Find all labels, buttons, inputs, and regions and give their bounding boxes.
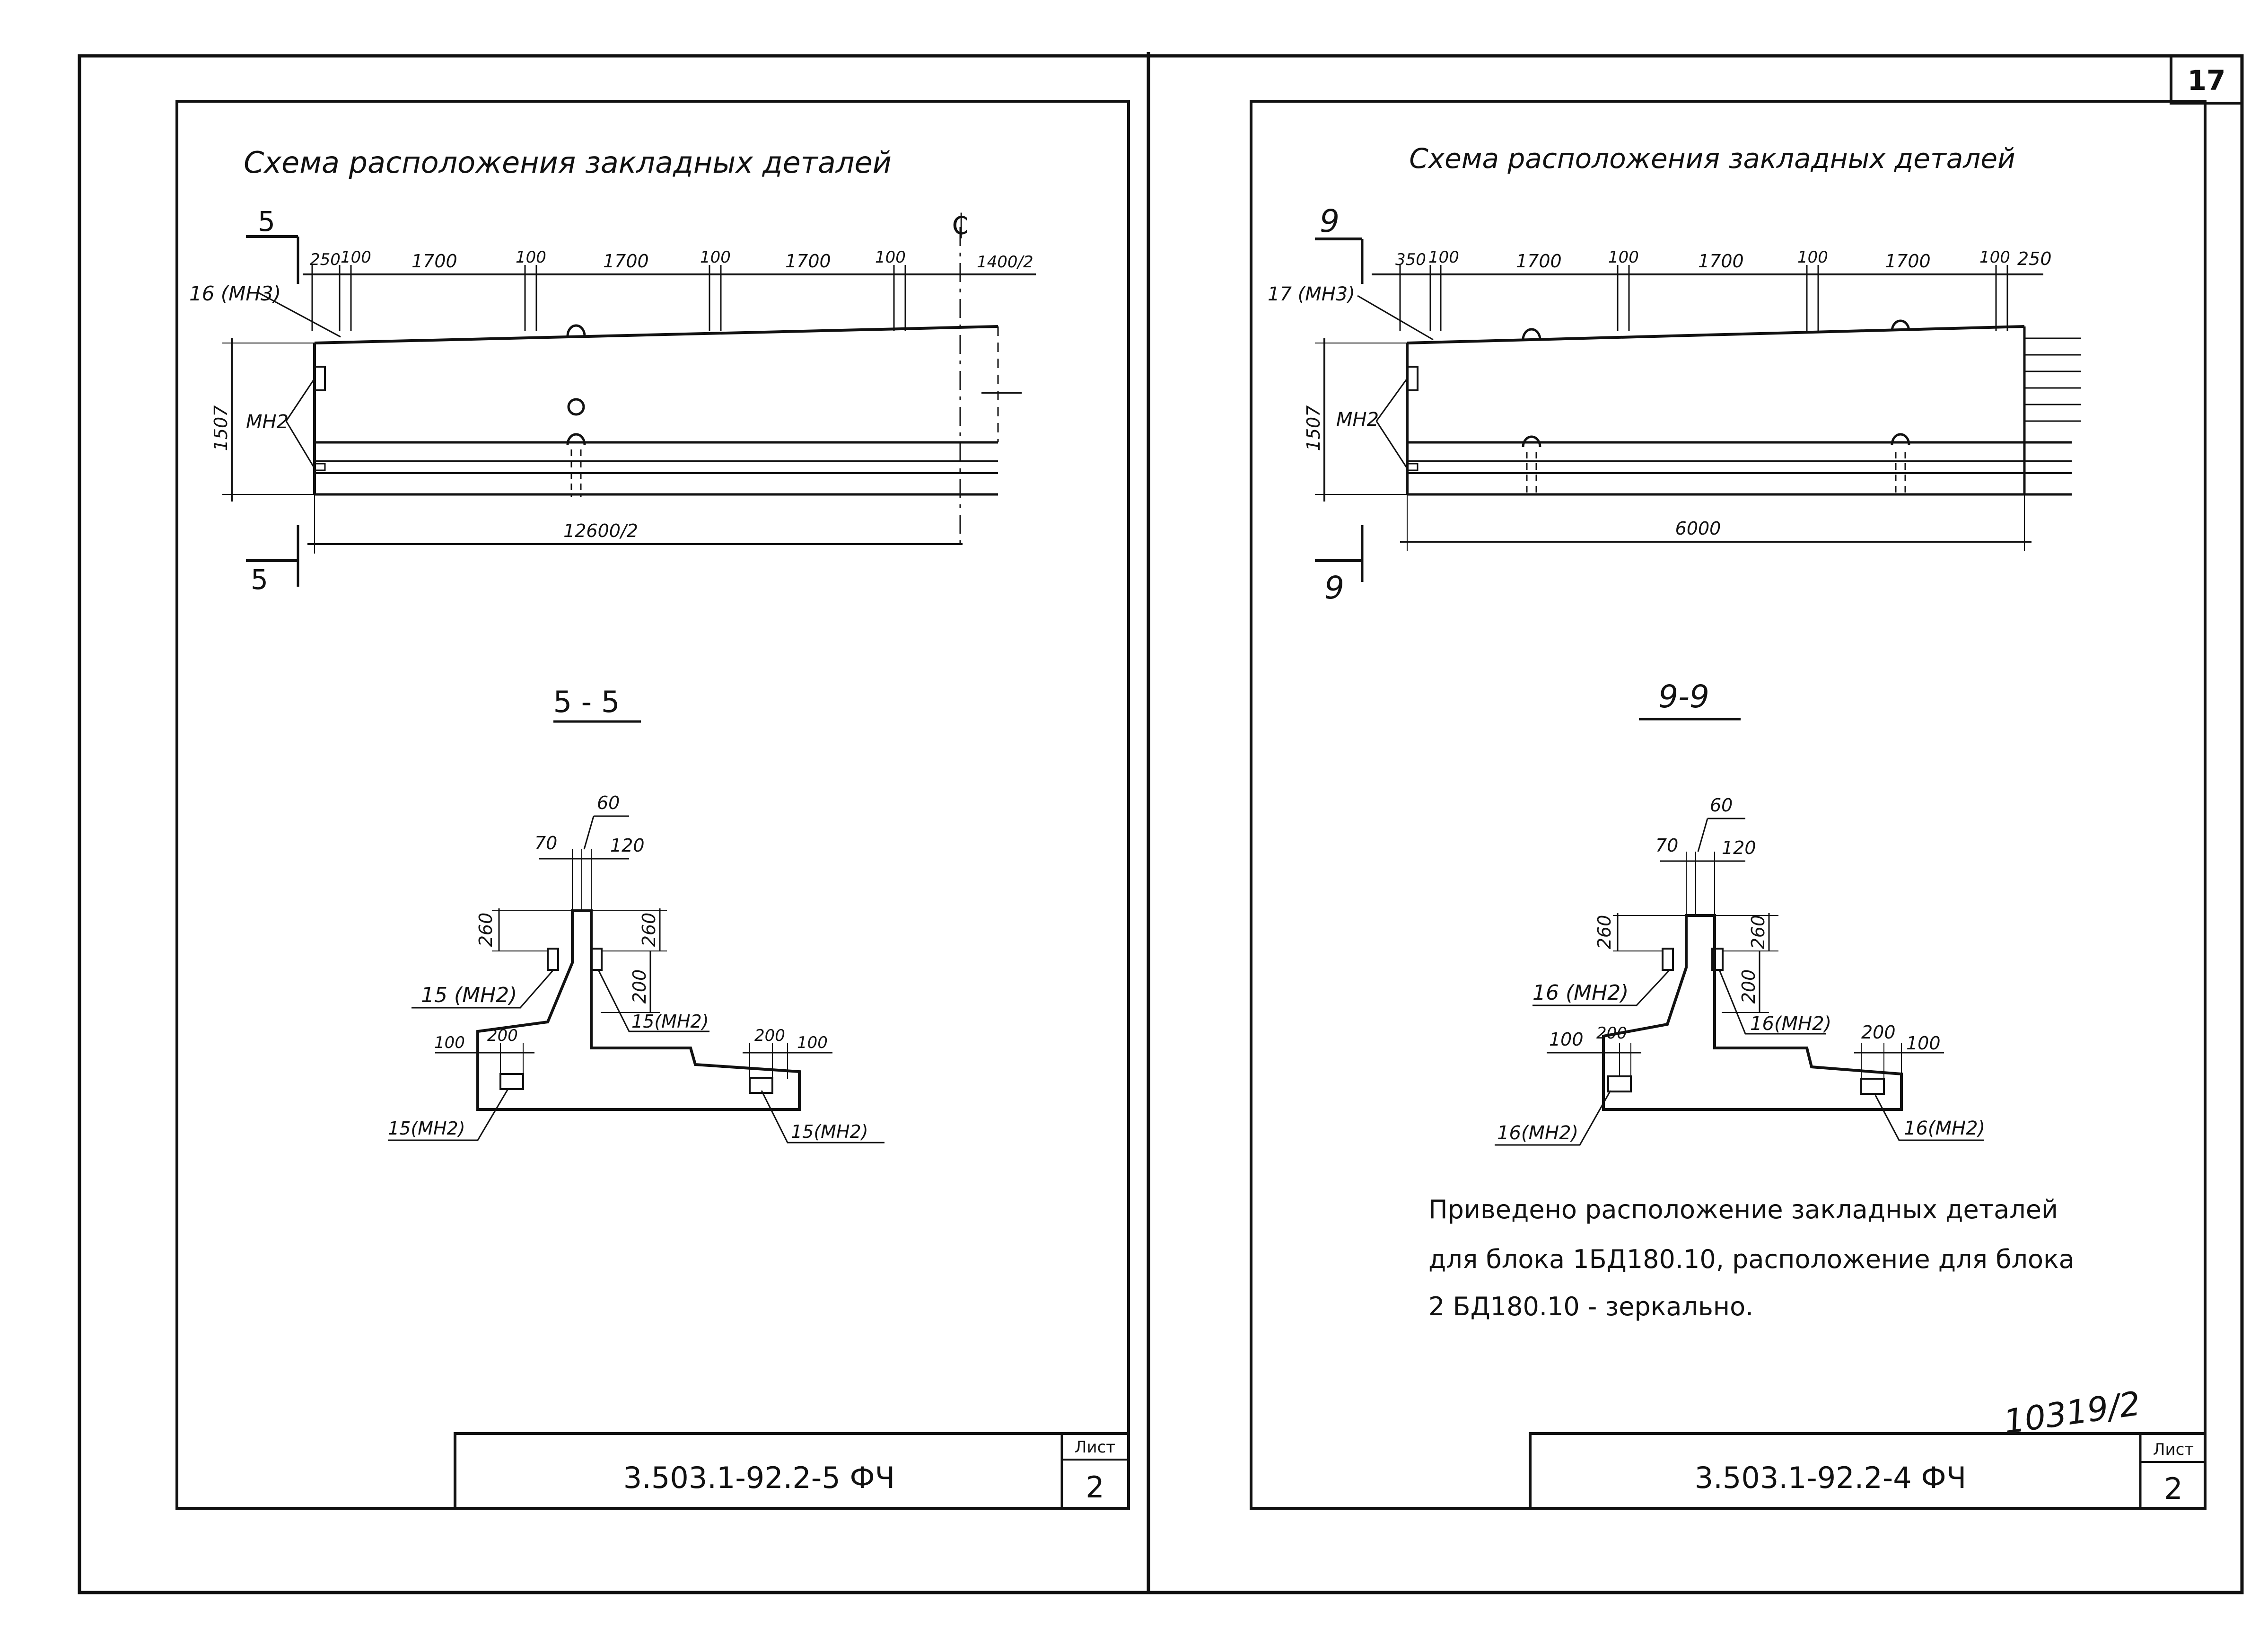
left-title-block xyxy=(454,1432,1130,1510)
right-sec-dim-60: 60 xyxy=(1710,795,1733,816)
left-dim-100b: 100 xyxy=(516,248,546,267)
left-sec-dim-60: 60 xyxy=(597,792,620,813)
right-sec-dim-260b: 260 xyxy=(1748,915,1769,950)
right-dim-100d: 100 xyxy=(1979,248,2010,267)
right-dim-100c: 100 xyxy=(1797,248,1828,267)
right-stamp-sheet-no: 2 xyxy=(2164,1471,2182,1506)
left-dim-1400: 1400/2 xyxy=(977,253,1033,272)
right-sec-dim-100r: 100 xyxy=(1906,1033,1941,1054)
left-sec-dim-100l: 100 xyxy=(434,1033,465,1052)
right-sec-dim-200l: 200 xyxy=(1596,1024,1627,1043)
right-stamp-code: 3.503.1-92.2-4 ФЧ xyxy=(1695,1461,1966,1495)
left-dim-100d: 100 xyxy=(875,248,906,267)
right-sec-dim-100l: 100 xyxy=(1549,1029,1584,1050)
right-block-plan xyxy=(1406,319,2081,497)
left-dim-1700b: 1700 xyxy=(603,251,649,272)
left-height-dim: 1507 xyxy=(210,405,231,451)
left-sheet-frame xyxy=(175,100,1130,1510)
left-cross-section xyxy=(388,815,884,1144)
left-cut-mark-bottom: 5 xyxy=(251,563,268,596)
left-sec-dim-100r: 100 xyxy=(797,1033,828,1052)
right-sec-dim-70: 70 xyxy=(1655,835,1678,856)
right-sec-dim-260a: 260 xyxy=(1594,915,1615,950)
right-dim-100b: 100 xyxy=(1608,248,1639,267)
right-cross-section xyxy=(1495,818,1984,1146)
right-sec-label-upper-right: 16(МН2) xyxy=(1750,1013,1831,1035)
right-label-side-parts: МН2 xyxy=(1336,409,1379,431)
right-dim-1700a: 1700 xyxy=(1516,251,1562,272)
right-note-line-2: для блока 1БД180.10, расположение для бл… xyxy=(1428,1244,2075,1274)
left-stamp-code: 3.503.1-92.2-5 ФЧ xyxy=(623,1461,895,1495)
outer-frame xyxy=(78,52,2244,1594)
right-section-title: 9-9 xyxy=(1658,678,1709,715)
right-dim-100a: 100 xyxy=(1428,248,1459,267)
left-label-top-part: 16 (МН3) xyxy=(189,282,281,305)
left-plan-dimension-line xyxy=(303,227,1036,544)
left-stamp-sheet-no: 2 xyxy=(1086,1470,1104,1505)
left-dim-100c: 100 xyxy=(700,248,731,267)
right-title-block xyxy=(1529,1432,2207,1510)
left-sec-dim-200v: 200 xyxy=(629,969,650,1004)
right-label-top-part: 17 (МН3) xyxy=(1268,283,1355,305)
left-length-dimension xyxy=(307,494,963,554)
right-sec-label-lower-right: 16(МН2) xyxy=(1904,1118,1985,1139)
right-sec-dim-200v: 200 xyxy=(1738,969,1759,1004)
right-note-line-3: 2 БД180.10 - зеркально. xyxy=(1428,1292,1753,1321)
left-section-title: 5 - 5 xyxy=(553,685,620,719)
right-stamp-sheet-label: Лист xyxy=(2153,1440,2194,1459)
right-cut-mark-bottom: 9 xyxy=(1324,570,1344,606)
left-axis-symbol: ₵ xyxy=(951,208,969,241)
left-dim-1700a: 1700 xyxy=(412,251,457,272)
right-dim-1700b: 1700 xyxy=(1698,251,1744,272)
page-number: 17 xyxy=(2188,64,2226,97)
left-sec-dim-70: 70 xyxy=(534,833,557,854)
left-height-dimension xyxy=(222,338,315,502)
left-block-plan xyxy=(313,324,1022,497)
right-dim-1700c: 1700 xyxy=(1885,251,1931,272)
right-title: Схема расположения закладных деталей xyxy=(1409,142,2015,175)
left-label-side-parts: МН2 xyxy=(246,411,289,433)
left-length-dim: 12600/2 xyxy=(563,520,638,541)
right-sec-dim-200r: 200 xyxy=(1861,1022,1896,1043)
right-height-dim: 1507 xyxy=(1303,405,1324,451)
left-sec-label-upper-left: 15 (МН2) xyxy=(421,983,517,1007)
right-section-marks xyxy=(1315,238,1364,582)
left-section-marks xyxy=(246,235,299,587)
right-sheet: Схема расположения закладных деталей 9 9… xyxy=(1250,100,2207,1510)
left-sec-label-lower-right: 15(МН2) xyxy=(791,1121,868,1142)
right-sec-label-lower-left: 16(МН2) xyxy=(1497,1122,1578,1144)
right-dim-250: 250 xyxy=(2017,248,2052,269)
left-sheet: Схема расположения закладных деталей 5 5… xyxy=(175,100,1130,1510)
left-sec-label-lower-left: 15(МН2) xyxy=(388,1118,465,1139)
right-dim-350: 350 xyxy=(1395,250,1426,269)
left-sec-label-upper-right: 15(МН2) xyxy=(631,1011,709,1032)
right-cut-mark-top: 9 xyxy=(1320,203,1340,239)
left-dim-1700c: 1700 xyxy=(785,251,831,272)
left-sec-dim-260b: 260 xyxy=(639,913,659,947)
left-sec-dim-200r: 200 xyxy=(754,1026,785,1045)
right-plan-dimension-line xyxy=(1372,265,2043,331)
right-length-dim: 6000 xyxy=(1675,518,1721,539)
right-height-dimension xyxy=(1315,338,1407,502)
left-stamp-sheet-label: Лист xyxy=(1075,1438,1115,1457)
left-dim-100a: 100 xyxy=(341,248,371,267)
right-sec-label-upper-left: 16 (МН2) xyxy=(1532,981,1629,1005)
right-length-dimension xyxy=(1400,494,2032,551)
right-note-line-1: Приведено расположение закладных деталей xyxy=(1428,1195,2058,1224)
left-dim-250: 250 xyxy=(310,250,341,269)
left-title: Схема расположения закладных деталей xyxy=(244,145,892,180)
left-cut-mark-top: 5 xyxy=(258,205,275,238)
right-sec-dim-120: 120 xyxy=(1722,837,1756,858)
left-sec-dim-200l: 200 xyxy=(487,1026,518,1045)
left-sec-dim-120: 120 xyxy=(610,835,645,856)
left-sec-dim-260a: 260 xyxy=(475,913,496,947)
